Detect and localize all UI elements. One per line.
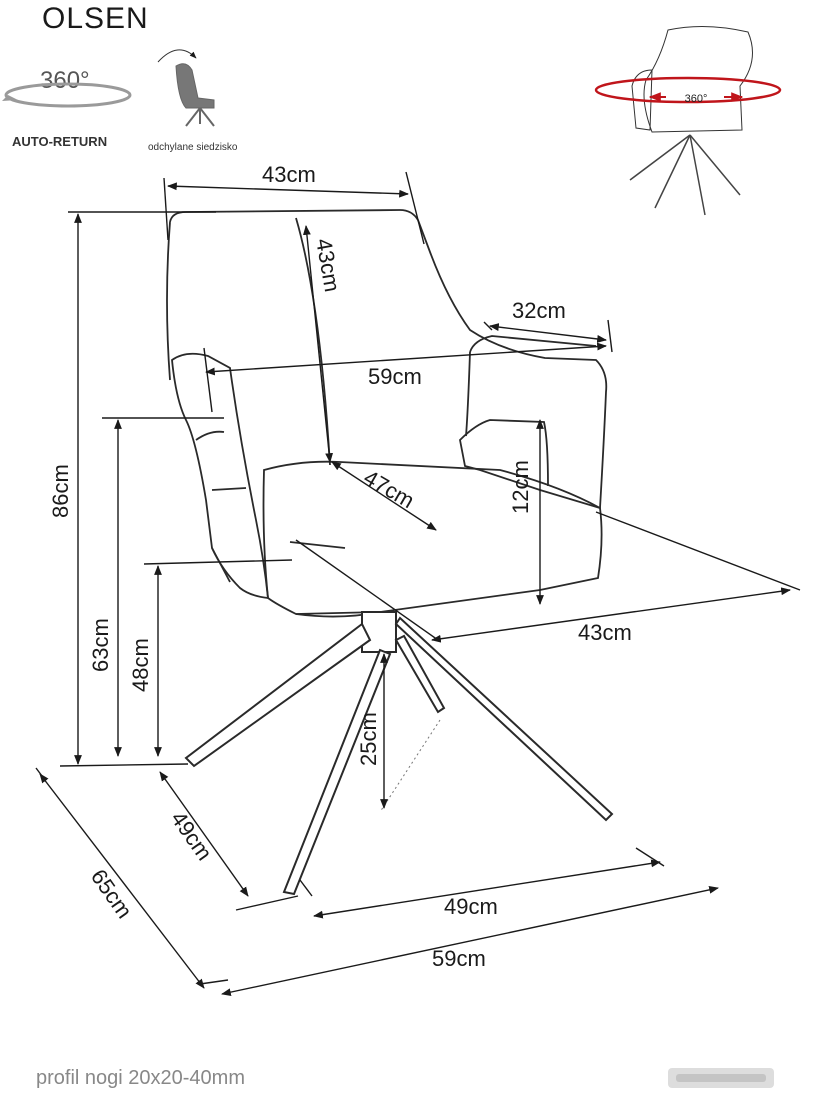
leg-left-back [184,622,372,768]
dim-arrow-seat-width-right [431,587,791,643]
rotation-ring-red-icon [594,76,782,104]
dim-arrow-seat-depth [331,461,437,531]
seat-cushion-outline [262,460,603,615]
label-width-top: 59cm [368,364,422,389]
backrest-outline [169,209,608,510]
rotation-ring-icon [4,82,132,108]
label-overall-depth: 65cm [86,865,137,923]
label-total-height: 86cm [48,464,73,518]
label-seat-width-right: 43cm [578,620,632,645]
watermark-logo [668,1068,774,1088]
tilt-badge: odchylane siedzisko [148,49,238,153]
auto-return-label: AUTO-RETURN [12,134,107,149]
label-width-bottom: 59cm [432,946,486,971]
label-leg-height: 25cm [356,712,381,766]
label-backrest-width: 43cm [262,162,316,187]
rotation-arrow-icon [2,95,18,101]
product-title: OLSEN [42,2,149,35]
thumbnail-chair-icon [629,25,753,216]
tilted-chair-icon [175,63,215,127]
left-arm-panel [171,352,270,600]
dim-arrow-overall-depth [39,773,205,989]
dimension-lines [35,171,801,996]
leg-profile-note: profil nogi 20x20-40mm [36,1067,245,1089]
label-seat-depth: 47cm [360,465,419,514]
thumbnail-rotation-label: 360° [685,93,708,105]
label-armrest-length: 32cm [512,298,566,323]
right-armrest-front [465,351,471,437]
dim-arrow-width-top [205,342,607,376]
chair-outline [166,209,614,896]
leg-right-front [394,616,614,822]
label-base-depth: 49cm [166,807,217,865]
label-backrest-height: 43cm [311,237,345,294]
label-base-width: 49cm [444,894,498,919]
dim-arrow-backrest-width [167,182,409,198]
dim-arrow-width-bottom [221,886,719,996]
rotation-thumbnail: 360° [594,25,782,216]
tilt-arrow-icon [157,49,197,63]
tilted-seat-label: odchylane siedzisko [148,142,238,153]
rotation-badge: 360° AUTO-RETURN [2,67,132,149]
label-seat-height: 48cm [128,638,153,692]
label-armrest-floor-height: 63cm [88,618,113,672]
label-armrest-height: 12cm [508,460,533,514]
dim-arrow-armrest [489,323,607,343]
rotation-degrees-label: 360° [40,67,90,94]
leg-right-back [394,634,446,714]
dimension-labels: 43cm 43cm 32cm 59cm 47cm 12cm 86cm 63cm … [48,162,632,971]
